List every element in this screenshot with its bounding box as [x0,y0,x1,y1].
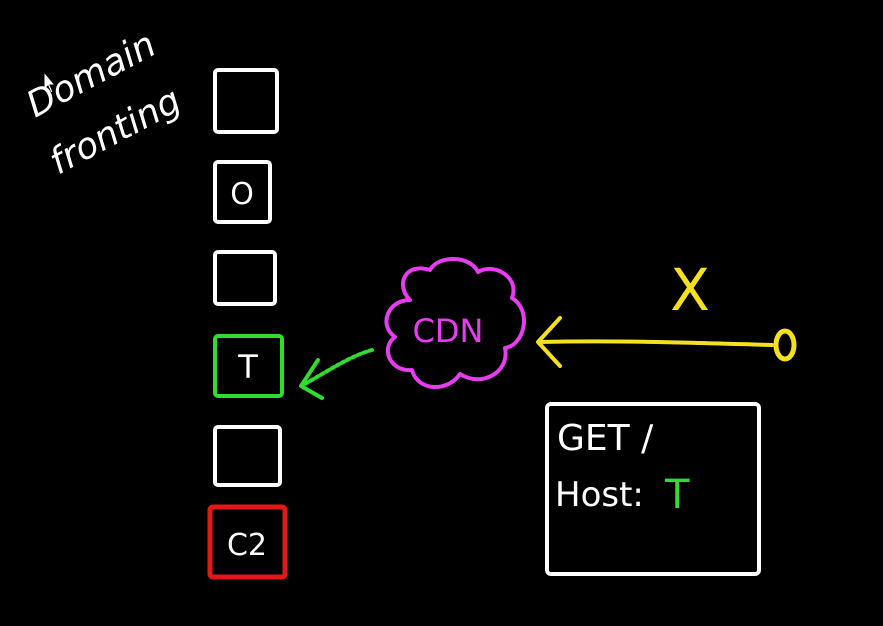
blocked-x-label: X [670,256,710,324]
blocked-x-mark: X [670,256,710,324]
server-box-3 [213,250,277,306]
http-request-box: GET / Host: T [545,402,761,576]
server-box-c2: C2 [207,504,288,580]
cdn-cloud: CDN [384,257,526,389]
request-host-label: Host: [555,475,644,515]
cdn-to-target-arrow [299,348,374,400]
client-node [773,328,797,362]
server-box-2-label: O [230,177,254,212]
server-box-1 [213,68,279,134]
request-line: GET / [557,418,654,459]
cdn-label: CDN [413,312,484,350]
client-to-cdn-arrow [536,316,774,368]
server-box-5 [213,425,282,487]
server-box-target: T [213,334,284,398]
mouse-cursor-icon [43,70,57,94]
server-box-target-label: T [237,348,258,386]
request-host-value: T [664,472,690,518]
server-box-column: O T C2 [207,68,288,580]
server-box-2: O [213,160,272,224]
server-box-c2-label: C2 [227,528,267,563]
title: Domain fronting [20,24,188,183]
